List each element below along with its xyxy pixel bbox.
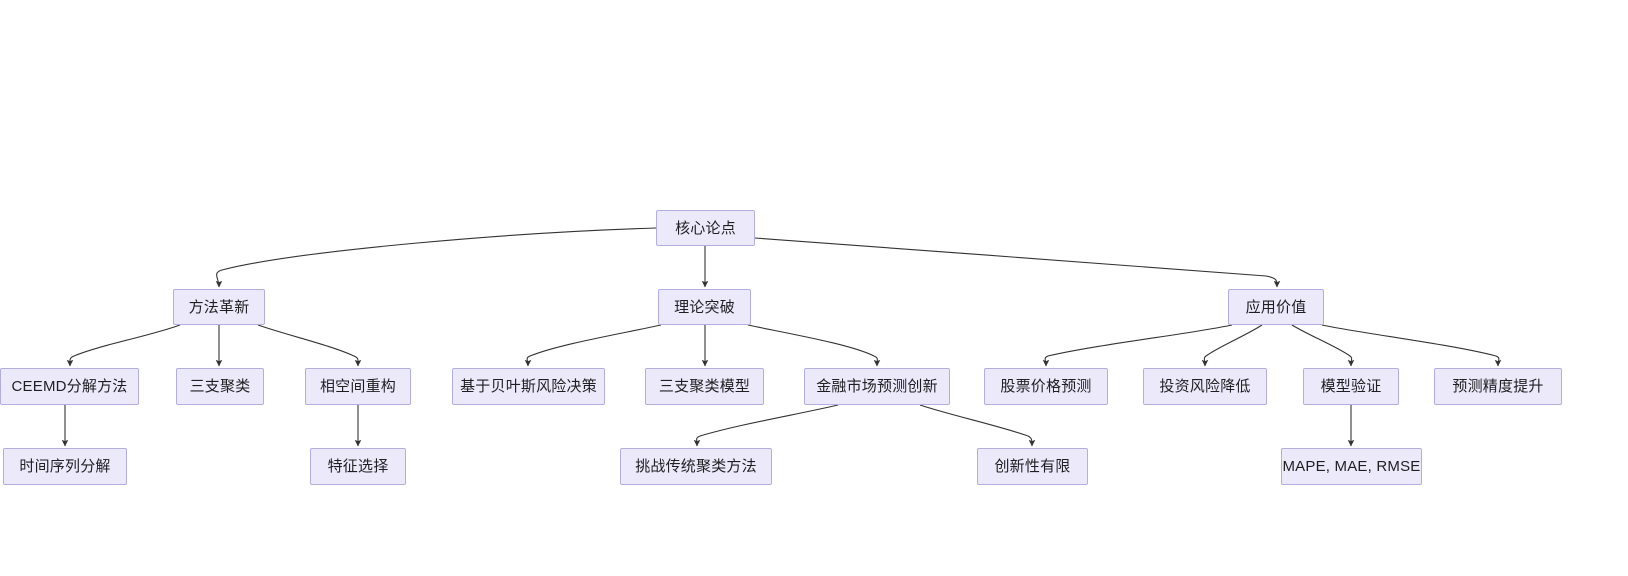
node-c5[interactable]: 三支聚类模型 xyxy=(645,368,764,405)
node-d4[interactable]: 创新性有限 xyxy=(977,448,1088,485)
node-b1[interactable]: 方法革新 xyxy=(173,289,265,325)
node-label-b2: 理论突破 xyxy=(674,298,735,316)
edge-b2-to-c4 xyxy=(524,324,662,367)
node-label-d3: 挑战传统聚类方法 xyxy=(635,458,757,475)
node-label-b1: 方法革新 xyxy=(188,298,250,316)
edge-b3-to-c8 xyxy=(1201,324,1263,367)
edge-c6-to-d3 xyxy=(693,404,839,447)
node-d2[interactable]: 特征选择 xyxy=(310,448,406,485)
node-root[interactable]: 核心论点 xyxy=(656,210,755,246)
node-label-c5: 三支聚类模型 xyxy=(658,378,751,395)
edge-c6-to-d4 xyxy=(919,404,1036,447)
edge-root-to-b1 xyxy=(215,227,657,288)
edge-b1-to-c3 xyxy=(257,324,362,367)
node-label-c7: 股票价格预测 xyxy=(1000,378,1092,395)
node-d5[interactable]: MAPE, MAE, RMSE xyxy=(1281,448,1422,485)
node-c3[interactable]: 相空间重构 xyxy=(305,368,411,405)
node-label-b3: 应用价值 xyxy=(1245,298,1307,316)
node-c6[interactable]: 金融市场预测创新 xyxy=(804,368,950,405)
node-c10[interactable]: 预测精度提升 xyxy=(1434,368,1562,405)
node-c1[interactable]: CEEMD分解方法 xyxy=(0,368,139,405)
node-c9[interactable]: 模型验证 xyxy=(1303,368,1399,405)
edge-b3-to-c10 xyxy=(1321,324,1502,367)
node-c7[interactable]: 股票价格预测 xyxy=(984,368,1108,405)
edge-b3-to-c9 xyxy=(1291,324,1355,367)
edge-group xyxy=(61,227,1502,447)
node-label-d2: 特征选择 xyxy=(327,458,389,475)
node-label-c10: 预测精度提升 xyxy=(1452,378,1544,395)
edge-b3-to-c7 xyxy=(1042,324,1233,367)
node-label-c6: 金融市场预测创新 xyxy=(816,378,938,395)
node-d3[interactable]: 挑战传统聚类方法 xyxy=(620,448,772,485)
node-c4[interactable]: 基于贝叶斯风险决策 xyxy=(452,368,605,405)
node-b3[interactable]: 应用价值 xyxy=(1228,289,1324,325)
node-label-d4: 创新性有限 xyxy=(994,458,1071,475)
node-label-c3: 相空间重构 xyxy=(319,378,396,395)
node-label-d1: 时间序列分解 xyxy=(19,458,111,475)
node-label-root: 核心论点 xyxy=(675,219,736,237)
node-label-c8: 投资风险降低 xyxy=(1159,378,1251,395)
edge-b1-to-c1 xyxy=(66,324,181,367)
node-label-c1: CEEMD分解方法 xyxy=(11,378,128,395)
node-label-c4: 基于贝叶斯风险决策 xyxy=(460,378,597,395)
edge-root-to-b3 xyxy=(754,237,1281,288)
node-label-d5: MAPE, MAE, RMSE xyxy=(1282,458,1421,475)
node-label-c2: 三支聚类 xyxy=(189,378,251,395)
node-c8[interactable]: 投资风险降低 xyxy=(1143,368,1267,405)
node-d1[interactable]: 时间序列分解 xyxy=(3,448,127,485)
edge-b2-to-c6 xyxy=(747,324,881,367)
node-c2[interactable]: 三支聚类 xyxy=(176,368,264,405)
node-label-c9: 模型验证 xyxy=(1320,378,1382,395)
node-b2[interactable]: 理论突破 xyxy=(658,289,751,325)
